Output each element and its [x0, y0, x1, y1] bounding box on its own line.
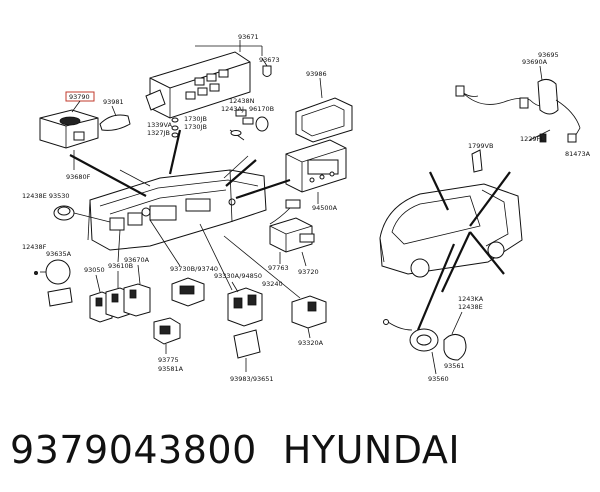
- label-12438e-93530: 12438E 93530: [22, 192, 70, 200]
- switch-row-93050: [89, 283, 151, 323]
- knob-93635a: [40, 259, 73, 307]
- connector-93720: [269, 199, 315, 253]
- label-93720: 93720: [298, 268, 319, 276]
- switch-93775: [153, 317, 181, 345]
- switch-93560: [383, 319, 467, 361]
- switch-93730b: [171, 277, 205, 307]
- label-12438n: 12438N: [229, 97, 255, 105]
- label-97763: 97763: [268, 264, 289, 272]
- module-94500a: [285, 139, 347, 193]
- connector-parts: [171, 109, 269, 141]
- label-93673: 93673: [259, 56, 280, 64]
- label-93670a: 93670A: [124, 256, 150, 264]
- label-96170b: 96170B: [249, 105, 274, 113]
- label-93695: 93695: [538, 51, 559, 59]
- label-93690a: 93690A: [522, 58, 548, 66]
- van-outline: [379, 183, 523, 278]
- label-93320a: 93320A: [298, 339, 324, 347]
- parts-diagram: 93671 93673 12438N 1243AJ 96170B 1730JB …: [22, 33, 591, 383]
- brand-name: HYUNDAI: [282, 428, 461, 472]
- label-12438f: 12438F: [22, 243, 47, 251]
- label-1799vb: 1799VB: [468, 142, 493, 150]
- cover-93981: [99, 114, 131, 131]
- switch-93330a: [227, 287, 263, 327]
- pointer-arrows: [69, 129, 511, 331]
- label-93561: 93561: [444, 362, 465, 370]
- bracket-1799vb: [471, 149, 483, 173]
- label-93790: 93790: [69, 93, 90, 101]
- bulb-93673: [261, 57, 272, 77]
- label-93240: 93240: [262, 280, 283, 288]
- label-93560: 93560: [428, 375, 449, 383]
- label-1229fl: 1229FL: [520, 135, 544, 143]
- label-12438e-b: 12438E: [458, 303, 483, 311]
- label-93330a: 93330A/94850: [214, 272, 262, 280]
- label-1243ka: 1243KA: [458, 295, 484, 303]
- part-number: 9379043800: [10, 428, 257, 472]
- switch-93790: [39, 109, 99, 149]
- cover-93983: [233, 329, 261, 359]
- label-1730jb-b: 1730JB: [184, 123, 207, 131]
- label-93635a: 93635A: [46, 250, 72, 258]
- label-93680f: 93680F: [66, 173, 91, 181]
- label-93730b: 93730B/93740: [170, 265, 218, 273]
- label-94500a: 94500A: [312, 204, 338, 212]
- label-1327jb: 1327JB: [147, 129, 170, 137]
- label-93981: 93981: [103, 98, 124, 106]
- switch-panel-93671: [145, 51, 251, 119]
- label-93671: 93671: [238, 33, 259, 41]
- label-1730jb-a: 1730JB: [184, 115, 207, 123]
- label-93581a: 93581A: [158, 365, 184, 373]
- label-93983: 93983/93651: [230, 375, 274, 383]
- part-footer: 9379043800 HYUNDAI: [10, 418, 595, 482]
- label-93775: 93775: [158, 356, 179, 364]
- harness-93695: [455, 78, 581, 143]
- label-93986: 93986: [306, 70, 327, 78]
- switch-93530: [53, 205, 111, 223]
- label-1339va: 1339VA: [147, 121, 173, 129]
- label-81473a: 81473A: [565, 150, 591, 158]
- label-93610b: 93610B: [108, 262, 133, 270]
- label-93050: 93050: [84, 266, 105, 274]
- dashboard: [87, 169, 267, 251]
- label-1243aj: 1243AJ: [221, 105, 244, 113]
- display-93986: [295, 97, 353, 143]
- switch-93320a: [291, 295, 327, 329]
